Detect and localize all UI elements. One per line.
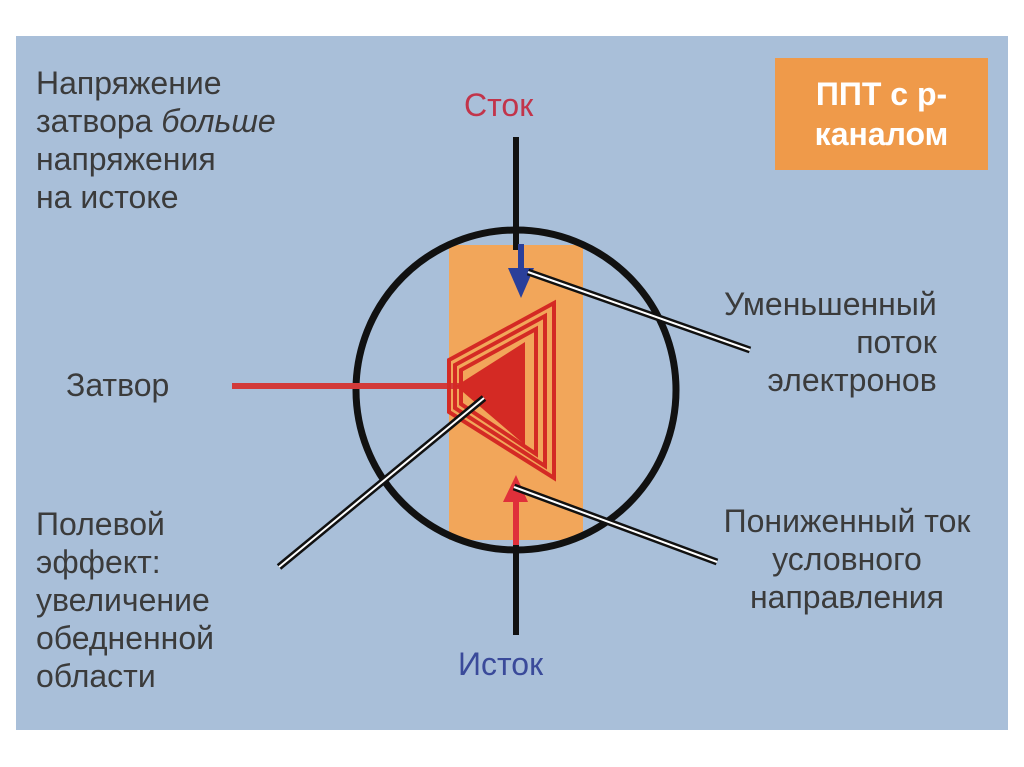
field-effect-line-4: обедненной <box>36 620 215 656</box>
reduced-flow-label: Уменьшенный поток электронов <box>724 285 937 399</box>
gate-voltage-line-4: на истоке <box>36 179 179 215</box>
badge-line-2: каналом <box>814 116 949 152</box>
reduced-flow-line-2: поток <box>856 324 937 360</box>
p-channel-badge: ППТ с р- каналом <box>775 58 988 170</box>
reduced-current-line-1: Пониженный ток <box>723 503 971 539</box>
gate-voltage-line-2-plain: затвора <box>36 103 162 139</box>
field-effect-label: Полевой эффект: увеличение обедненной об… <box>36 505 214 695</box>
reduced-current-line-3: направления <box>750 579 944 615</box>
leader-reduced-current <box>512 483 719 566</box>
badge-line-1: ППТ с р- <box>815 76 948 112</box>
leader-field-effect <box>276 395 487 570</box>
gate-voltage-line-2: затвора больше <box>36 102 276 140</box>
field-effect-line-2: эффект: <box>36 544 161 580</box>
reduced-flow-line-3: электронов <box>767 362 937 398</box>
gate-voltage-line-3: напряжения <box>36 141 216 177</box>
reduced-current-line-2: условного <box>772 541 922 577</box>
field-effect-line-1: Полевой <box>36 506 165 542</box>
gate-label: Затвор <box>66 367 170 403</box>
field-effect-line-3: увеличение <box>36 582 210 618</box>
leader-lines <box>276 268 752 570</box>
gate-voltage-line-2-italic: больше <box>161 103 276 139</box>
leader-reduced-flow <box>526 268 752 354</box>
field-effect-line-5: области <box>36 658 156 694</box>
depletion-layers <box>447 299 556 482</box>
gate-voltage-line-1: Напряжение <box>36 65 222 101</box>
gate-voltage-label: Напряжение затвора больше напряжения на … <box>36 64 276 216</box>
drain-label: Сток <box>464 87 534 123</box>
source-label: Исток <box>458 646 544 682</box>
reduced-current-label: Пониженный ток условного направления <box>694 502 1000 616</box>
reduced-flow-line-1: Уменьшенный <box>724 286 937 322</box>
gate-wedge <box>456 342 525 445</box>
